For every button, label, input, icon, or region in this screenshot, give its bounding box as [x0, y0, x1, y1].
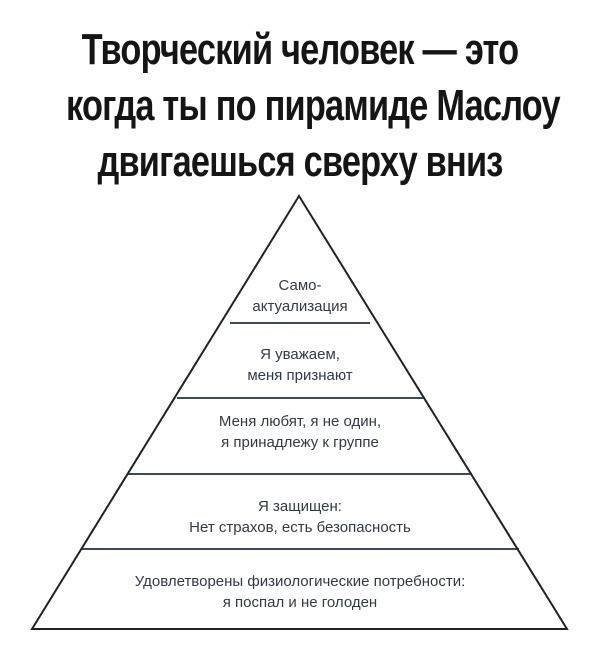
level-text: я поспал и не голоден: [222, 594, 378, 611]
level-safety: Я защищен: Нет страхов, есть безопасност…: [50, 496, 550, 538]
level-text: Я защищен:: [258, 498, 342, 515]
title-line-2: когда ты по пирамиде Маслоу: [66, 81, 561, 130]
level-text: меня признают: [247, 367, 353, 384]
pyramid-outline: [30, 194, 569, 630]
level-text: Я уважаем,: [260, 346, 340, 363]
level-love-belonging: Меня любят, я не один, я принадлежу к гр…: [100, 411, 500, 453]
level-text: Меня любят, я не один,: [218, 413, 382, 430]
level-text: Удовлетворены физиологические потребност…: [134, 573, 466, 590]
level-text: Нет страхов, есть безопасность: [189, 519, 411, 536]
level-esteem: Я уважаем, меня признают: [150, 344, 450, 386]
meme-title: Творческий человек — это когда ты по пир…: [66, 22, 561, 190]
level-text: актуализация: [252, 298, 348, 315]
title-line-1: Творческий человек — это: [81, 25, 519, 74]
level-self-actualization: Само- актуализация: [200, 275, 400, 317]
title-line-3: двигаешься сверху вниз: [97, 137, 503, 186]
level-physiological: Удовлетворены физиологические потребност…: [30, 571, 570, 613]
level-text: Само-: [278, 277, 322, 294]
level-text: я принадлежу к группе: [221, 434, 379, 451]
